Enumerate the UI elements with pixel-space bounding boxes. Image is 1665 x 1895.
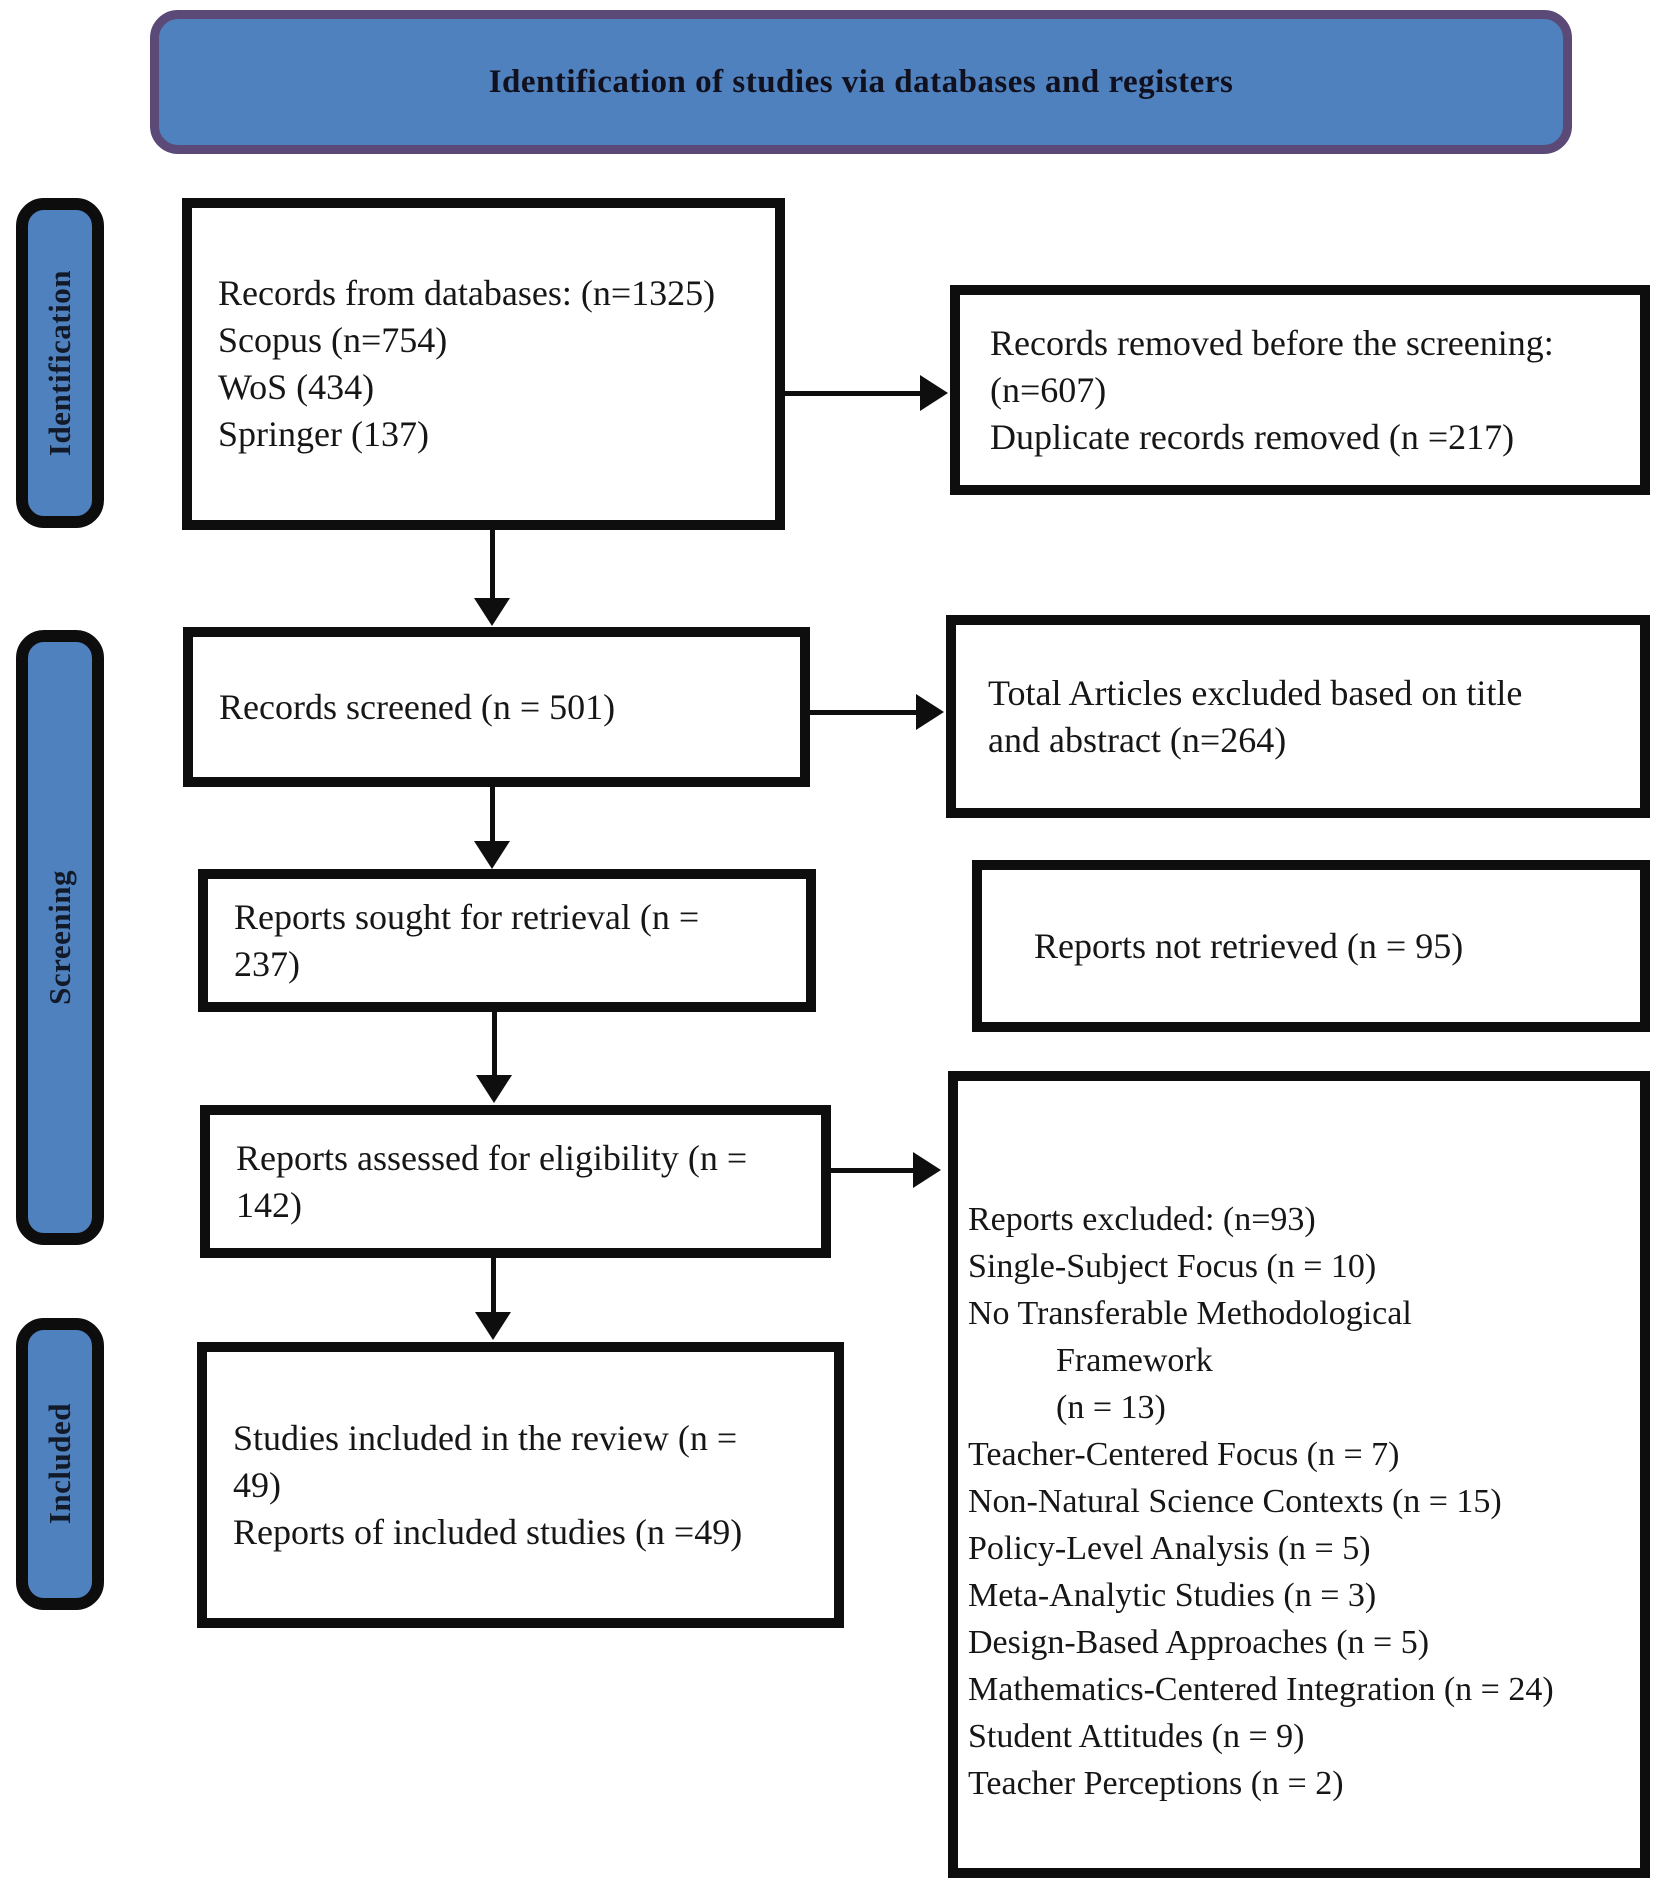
arrow-databases-to-removed-line <box>785 391 922 396</box>
text-line: 142) <box>236 1184 302 1225</box>
arrow-databases-to-screened-line <box>490 530 495 602</box>
box-reports-not-retrieved: Reports not retrieved (n = 95) <box>972 860 1650 1032</box>
text-line: (n=607) <box>990 369 1107 410</box>
text-line: Framework <box>1056 1342 1213 1379</box>
text-line: Reports assessed for eligibility (n = <box>236 1137 748 1178</box>
text-line: (n = 13) <box>1056 1389 1166 1426</box>
text-line: Records removed before the screening: <box>990 322 1554 363</box>
text-line: Reports not retrieved (n = 95) <box>1034 925 1464 966</box>
text-line: Non-Natural Science Contexts (n = 15) <box>968 1483 1502 1520</box>
box-records-screened: Records screened (n = 501) <box>183 627 810 787</box>
text-line: Duplicate records removed (n =217) <box>990 416 1515 457</box>
text-line: Total Articles excluded based on title <box>988 672 1523 713</box>
arrow-assessed-to-reports-excluded-line <box>831 1168 915 1173</box>
box-reports-sought-for-retrieval: Reports sought for retrieval (n = 237) <box>198 869 816 1012</box>
stage-tab-included: Included <box>16 1318 104 1610</box>
text-line: Reports of included studies (n =49) <box>233 1511 743 1552</box>
diagram-title: Identification of studies via databases … <box>488 63 1234 100</box>
arrow-assessed-to-included-line <box>491 1258 496 1314</box>
arrow-assessed-to-reports-excluded-head <box>913 1152 941 1188</box>
arrow-screened-to-sought-line <box>490 787 495 843</box>
text-line: Teacher-Centered Focus (n = 7) <box>968 1436 1400 1473</box>
text-line: Single-Subject Focus (n = 10) <box>968 1248 1377 1285</box>
text-line: Reports excluded: (n=93) <box>968 1201 1316 1238</box>
stage-tab-label: Included <box>42 1403 77 1525</box>
box-studies-included-in-review: Studies included in the review (n = 49) Re… <box>197 1342 844 1628</box>
stage-tab-label: Identification <box>42 269 77 457</box>
text-line: Springer (137) <box>218 414 429 454</box>
text-line: WoS (434) <box>218 367 375 407</box>
text-line: Records screened (n = 501) <box>219 686 616 727</box>
text-line: No Transferable Methodological <box>968 1295 1412 1332</box>
arrow-sought-to-assessed-line <box>492 1012 497 1077</box>
text-line: Scopus (n=754) <box>218 320 448 360</box>
box-articles-excluded-title-abstract: Total Articles excluded based on title an… <box>946 615 1650 818</box>
arrow-sought-to-assessed-head <box>476 1075 512 1103</box>
text-line: Teacher Perceptions (n = 2) <box>968 1765 1344 1802</box>
text-line: Records from databases: (n=1325) <box>218 273 716 313</box>
arrow-databases-to-screened-head <box>474 598 510 626</box>
text-line: Mathematics-Centered Integration (n = 24… <box>968 1671 1554 1708</box>
text-line: Student Attitudes (n = 9) <box>968 1718 1305 1755</box>
text-line: Design-Based Approaches (n = 5) <box>968 1624 1430 1661</box>
text-line: Studies included in the review (n = <box>233 1417 738 1458</box>
box-reports-excluded: Reports excluded: (n=93) Single-Subject F… <box>948 1071 1650 1878</box>
text-line: Meta-Analytic Studies (n = 3) <box>968 1577 1377 1614</box>
text-line: and abstract (n=264) <box>988 719 1287 760</box>
arrow-assessed-to-included-head <box>475 1312 511 1340</box>
stage-tab-screening: Screening <box>16 630 104 1245</box>
arrow-screened-to-sought-head <box>474 841 510 869</box>
diagram-title-banner: Identification of studies via databases … <box>150 10 1572 154</box>
text-line: 237) <box>234 943 300 984</box>
stage-tab-identification: Identification <box>16 198 104 528</box>
stage-tab-label: Screening <box>42 870 77 1005</box>
text-line: 49) <box>233 1464 281 1505</box>
box-records-removed-before-screening: Records removed before the screening: (n=… <box>950 285 1650 495</box>
arrow-screened-to-excluded-head <box>916 694 944 730</box>
arrow-databases-to-removed-head <box>920 375 948 411</box>
box-reports-assessed-for-eligibility: Reports assessed for eligibility (n = 142… <box>200 1105 831 1258</box>
arrow-screened-to-excluded-line <box>810 710 918 715</box>
text-line: Reports sought for retrieval (n = <box>234 896 700 937</box>
box-records-from-databases: Records from databases: (n=1325) Scopus (… <box>182 198 785 530</box>
text-line: Policy-Level Analysis (n = 5) <box>968 1530 1371 1567</box>
